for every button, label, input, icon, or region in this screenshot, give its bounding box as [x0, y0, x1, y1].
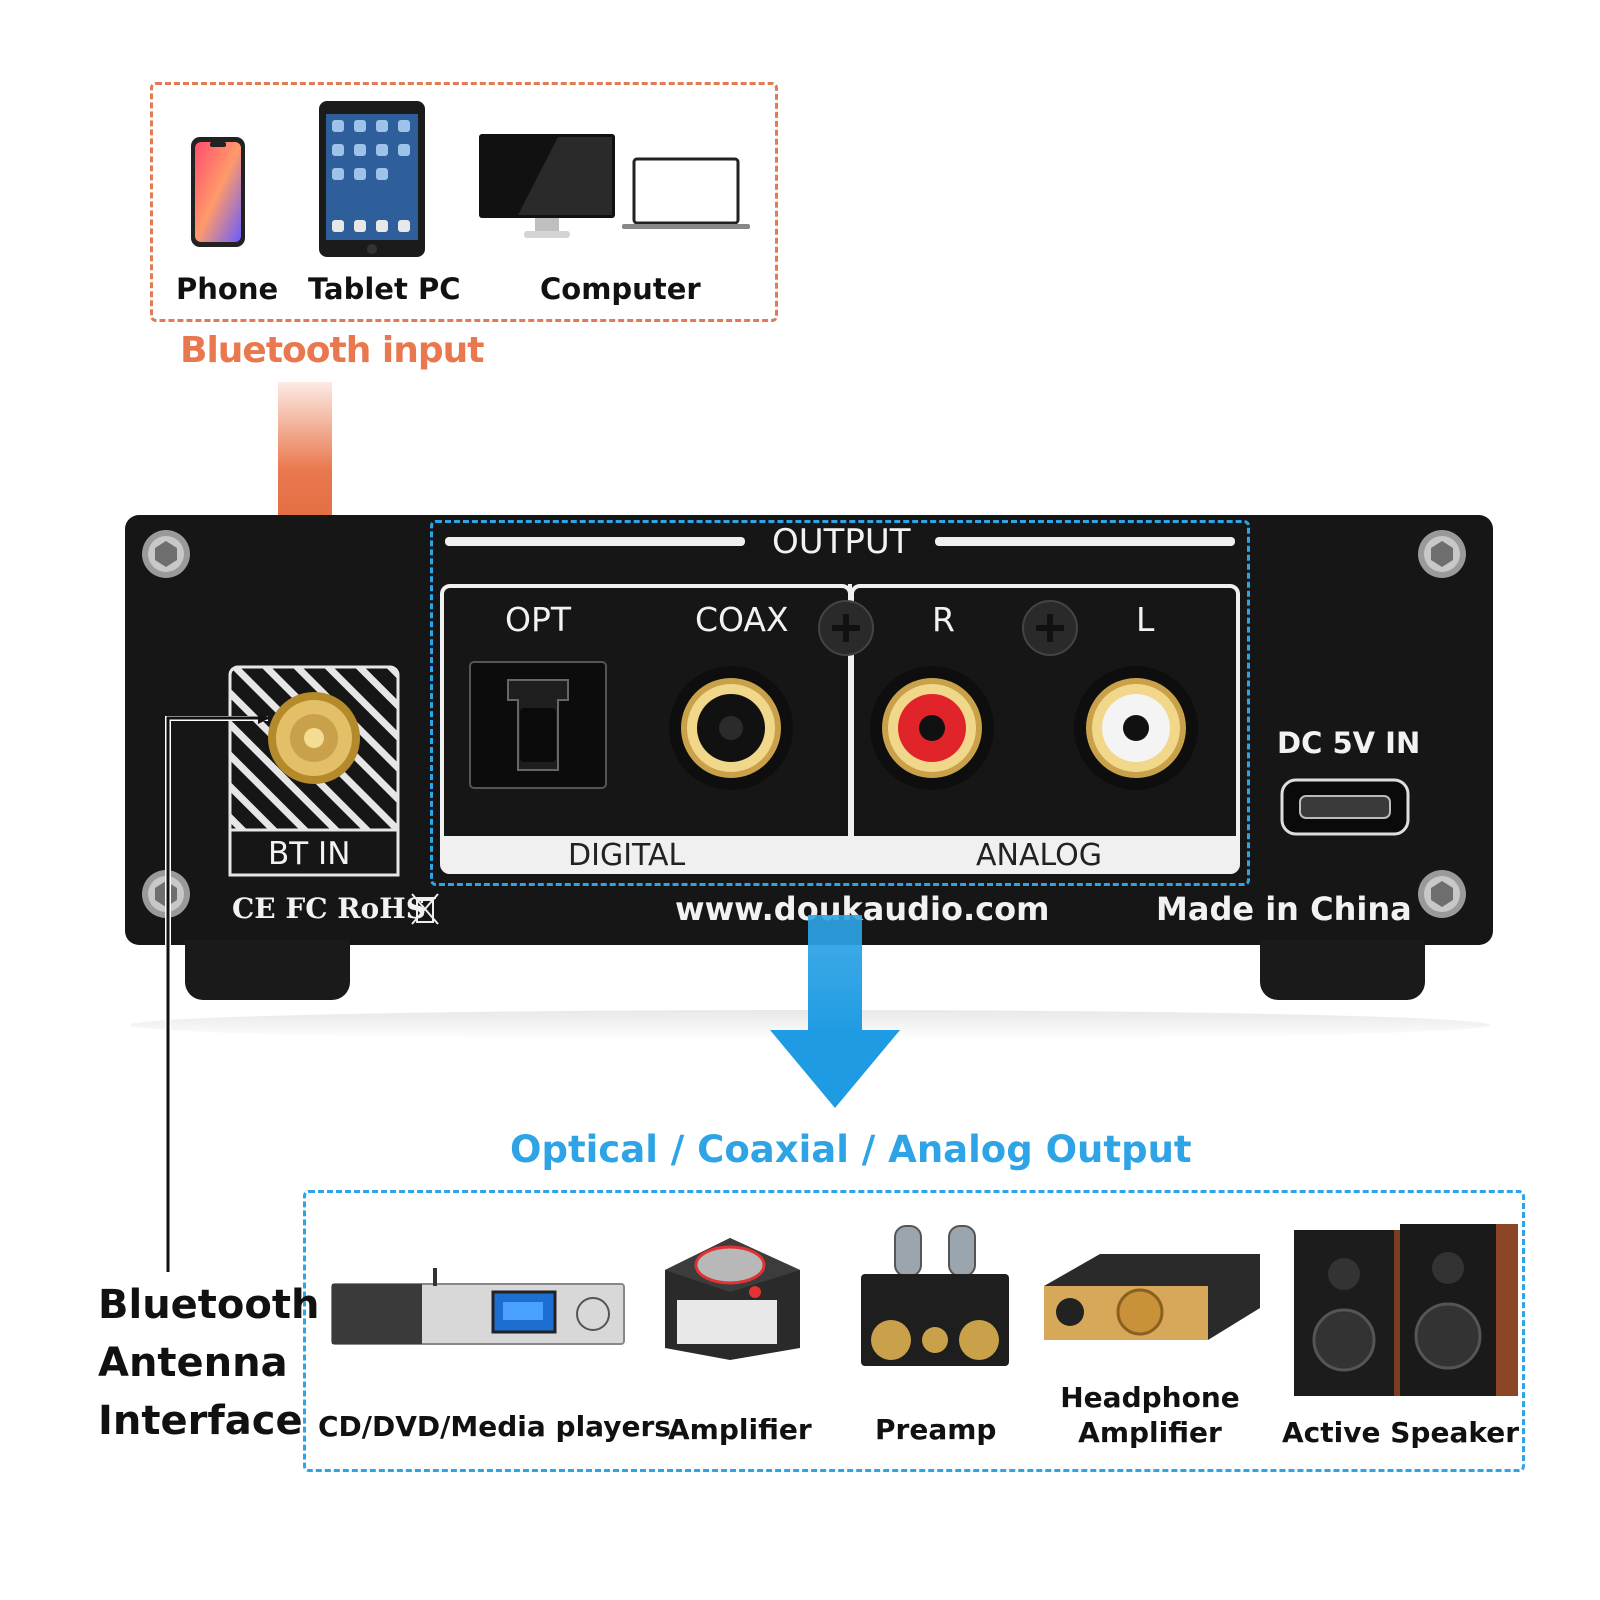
- output-title: Optical / Coaxial / Analog Output: [510, 1128, 1192, 1171]
- antenna-interface-label: Bluetooth Antenna Interface: [98, 1276, 319, 1450]
- tablet-icon: [319, 101, 425, 257]
- website-url: www.doukaudio.com: [675, 890, 1050, 928]
- header-line: [935, 537, 1235, 546]
- preamp-icon: [861, 1225, 1009, 1366]
- analog-right-port-icon[interactable]: [868, 664, 996, 792]
- device-label-amplifier: Amplifier: [668, 1413, 812, 1446]
- antenna-pointer-line: [165, 716, 270, 1272]
- screw-icon: [142, 530, 190, 578]
- dc-input-label: DC 5V IN: [1277, 726, 1421, 760]
- certification-marks: CE FC RoHS: [232, 892, 426, 925]
- digital-label: DIGITAL: [568, 838, 686, 873]
- port-label-coax: COAX: [695, 600, 789, 639]
- phone-icon: [191, 137, 245, 247]
- analog-label: ANALOG: [976, 838, 1102, 873]
- device-label-active-speaker: Active Speaker: [1282, 1416, 1520, 1449]
- screw-icon: [1418, 870, 1466, 918]
- foot: [185, 940, 350, 1000]
- header-line: [445, 537, 745, 546]
- antenna-label-line: Interface: [98, 1398, 303, 1444]
- optical-port-icon[interactable]: [468, 660, 608, 790]
- antenna-connector-icon[interactable]: [264, 688, 364, 788]
- origin-label: Made in China: [1156, 890, 1412, 928]
- port-label-l: L: [1136, 600, 1155, 639]
- foot: [1260, 940, 1425, 1000]
- amplifier-icon: [665, 1238, 800, 1360]
- screw-icon: [1418, 530, 1466, 578]
- speaker-icon: [1294, 1224, 1518, 1396]
- device-label-media-player: CD/DVD/Media players: [318, 1410, 671, 1443]
- monitor-icon: [479, 134, 615, 238]
- screw-icon: [1022, 600, 1078, 656]
- device-label-phone: Phone: [176, 272, 279, 306]
- device-label-line: Amplifier: [1078, 1416, 1222, 1449]
- port-label-opt: OPT: [505, 600, 572, 639]
- weee-bin-icon: [411, 893, 439, 925]
- device-label-preamp: Preamp: [875, 1413, 997, 1446]
- output-arrow-icon: [770, 915, 900, 1108]
- port-label-r: R: [932, 600, 955, 639]
- section-divider: [848, 584, 852, 874]
- output-devices-box: [303, 1190, 1525, 1472]
- device-label-line: Headphone: [1060, 1381, 1240, 1414]
- screw-icon: [818, 600, 874, 656]
- device-label-tablet: Tablet PC: [308, 272, 461, 306]
- antenna-label-line: Antenna: [98, 1340, 288, 1386]
- headphone-amplifier-icon: [1044, 1254, 1260, 1340]
- output-header: OUTPUT: [772, 522, 911, 562]
- laptop-icon: [622, 157, 750, 229]
- antenna-label-line: Bluetooth: [98, 1282, 320, 1328]
- analog-left-port-icon[interactable]: [1072, 664, 1200, 792]
- device-label-headphone-amplifier: Headphone Amplifier: [1060, 1380, 1240, 1450]
- port-label-bar: [440, 836, 1240, 874]
- bluetooth-input-title: Bluetooth input: [180, 330, 484, 371]
- coaxial-port-icon[interactable]: [667, 664, 795, 792]
- media-player-icon: [331, 1268, 625, 1345]
- input-devices-box: [150, 82, 778, 322]
- bt-in-label: BT IN: [268, 836, 351, 872]
- device-label-computer: Computer: [540, 272, 701, 306]
- usb-power-port-icon[interactable]: [1280, 778, 1410, 836]
- output-section-outline: [430, 520, 1250, 886]
